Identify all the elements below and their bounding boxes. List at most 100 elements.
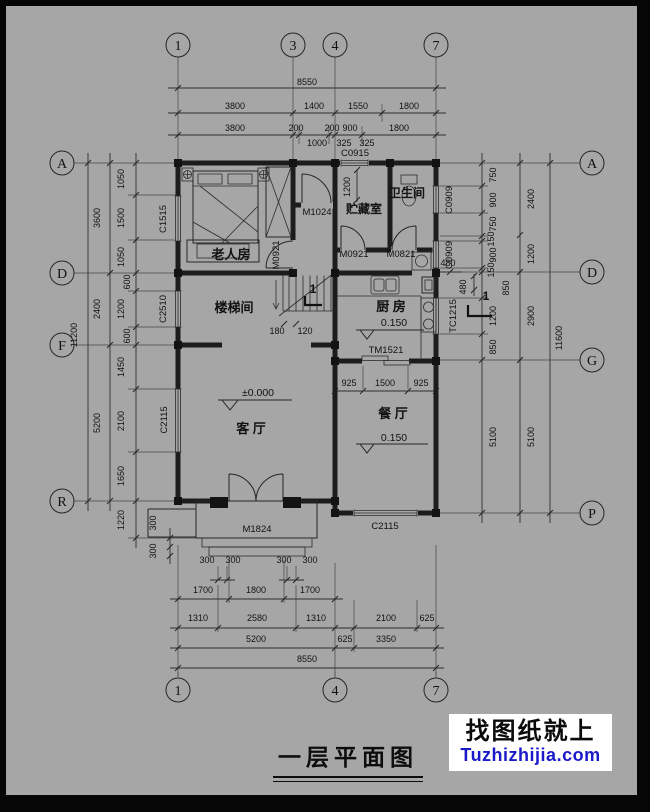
axis-guide-lines [74,57,580,676]
axis-label-bottom-7: 7 [433,684,440,699]
dim-label: 300 [148,515,158,530]
dim-label: 1200 [116,299,126,319]
dim-label: 200 [288,123,303,133]
dim-label: 480 [440,258,455,268]
dim-label: 1450 [116,357,126,377]
window-label-c2115-left: C2115 [159,406,170,433]
room-label-dining: 餐 厅 [377,406,408,421]
dimension-labels: 8550 3800 1400 1550 1800 3800 200 200 90… [69,77,564,664]
drawing-paper [6,6,637,795]
dim-label: 900 [488,247,498,262]
axis-label-left-r: R [57,495,67,510]
dim-label: 1200 [342,177,352,197]
axis-label-top-3: 3 [290,39,297,54]
axis-label-top-4: 4 [332,39,339,54]
drawing-title: 一层平面图 [248,738,448,782]
dim-label: 1550 [348,101,368,111]
room-label-stairwell: 楼梯间 [214,300,253,315]
window-label-c2115-front: C2115 [371,521,398,532]
axis-label-right-a: A [587,157,598,172]
dim-label: 900 [342,123,357,133]
dim-label: 900 [488,192,498,207]
dim-right-total: 11600 [554,326,564,350]
dim-label: 1650 [116,466,126,486]
dim-label: 1310 [306,613,326,623]
door-label-tm1521: TM1521 [369,345,404,356]
dim-label: 3800 [225,123,245,133]
door-label-m0821: M0821 [386,249,415,260]
door-label-m1024: M1024 [302,207,331,218]
window-label-c1515: C1515 [158,205,169,233]
dim-label: 200 [324,123,339,133]
watermark-site-link[interactable]: Tuzhizhijia.com [460,744,601,765]
dim-label: 300 [148,543,158,558]
dim-label: 750 [488,167,498,182]
elevation-kitchen: 0.150 [381,317,407,329]
opening-labels: C0915 C1515 C2510 C2115 C0909 C0909 TC12… [158,148,459,535]
door-label-m1824: M1824 [242,524,271,535]
watermark[interactable]: 找图纸就上 Tuzhizhijia.com [449,714,612,771]
dim-label: 300 [225,555,240,565]
room-label-storage: 贮藏室 [345,201,382,216]
elevation-markers [218,329,428,454]
dim-label: 850 [488,339,498,354]
window-label-c0909-a: C0909 [444,186,455,214]
dim-label: 2900 [526,306,536,326]
section-marks [303,296,492,318]
window-label-c0909-b: C0909 [444,241,455,269]
dim-label: 1500 [375,378,395,388]
elevation-living: ±0.000 [242,387,274,399]
dim-label: 300 [302,555,317,565]
axis-label-left-d: D [57,267,67,282]
axis-label-left-f: F [58,339,66,354]
section-mark-right-label: 1 [483,289,490,303]
dim-label: 1800 [389,123,409,133]
dim-label: 600 [122,328,132,343]
window-label-c0915: C0915 [341,148,369,159]
dim-label: 925 [413,378,428,388]
dim-bottom-total: 8550 [297,654,317,664]
axis-label-left-a: A [57,157,68,172]
structural-columns [174,159,440,517]
drawing-title-text: 一层平面图 [278,744,418,770]
dim-label: 2580 [247,613,267,623]
dim-label: 3600 [92,208,102,228]
dim-label: 1500 [116,208,126,228]
title-underline [273,776,423,782]
dim-label: 1050 [116,169,126,189]
axis-label-bottom-4: 4 [332,684,339,699]
door-label-m0921: M0921 [339,249,368,260]
dim-label: 625 [337,634,352,644]
furniture [147,166,437,557]
dim-label: 2100 [376,613,396,623]
room-label-bathroom: 卫生间 [389,185,425,200]
dim-label: 1800 [246,585,266,595]
dim-label: 3350 [376,634,396,644]
dim-label: 1220 [116,510,126,530]
dim-label: 325 [359,138,374,148]
dim-label: 325 [336,138,351,148]
door-label-m0921-hall: M0921 [271,240,282,269]
dim-label: 480 [458,279,468,294]
dim-label: 1800 [399,101,419,111]
dim-label: 2400 [92,299,102,319]
dim-label: 3800 [225,101,245,111]
room-label-bedroom: 老人房 [210,247,250,262]
dim-label: 925 [341,378,356,388]
dim-label: 1200 [488,306,498,326]
dim-top-total: 8550 [297,77,317,87]
dim-label: 850 [501,280,511,295]
window-label-c2510: C2510 [158,295,169,323]
dim-label: 1310 [188,613,208,623]
dim-label: 1200 [526,244,536,264]
dim-label: 1700 [193,585,213,595]
walls [175,160,439,516]
dimension-lines [84,84,554,672]
dim-label: 1000 [307,138,327,148]
axis-bubbles: 1 3 4 7 1 4 7 A D F R A D G P [49,32,605,703]
dim-label: 2400 [526,189,536,209]
axis-label-right-d: D [587,266,597,281]
room-labels: 老人房 贮藏室 卫生间 楼梯间 厨 房 客 厅 餐 厅 ±0.000 0.150… [210,185,489,444]
